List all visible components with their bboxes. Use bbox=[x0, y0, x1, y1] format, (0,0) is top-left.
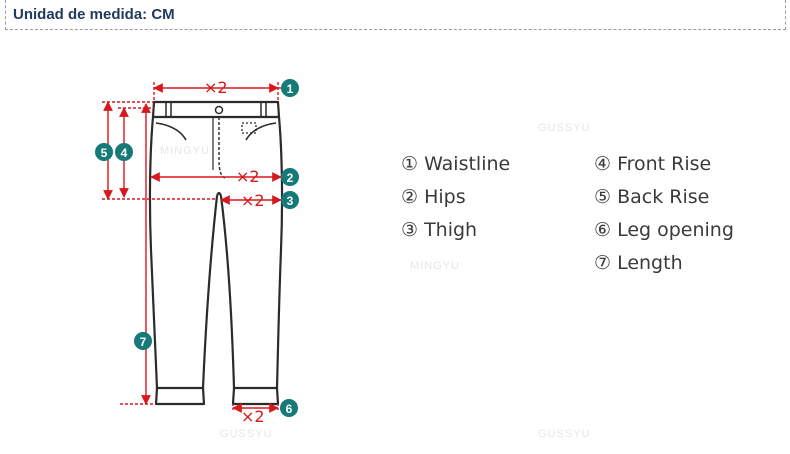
pants-illustration bbox=[148, 100, 284, 406]
marker-6: 6 bbox=[280, 399, 298, 417]
svg-text:3: 3 bbox=[287, 194, 294, 208]
marker-4: 4 bbox=[115, 143, 133, 161]
watermark: MINGYU bbox=[160, 145, 210, 157]
waist-factor-label: ×2 bbox=[204, 78, 228, 97]
watermark: GUSSYU bbox=[220, 428, 273, 440]
leg-opening-factor-label: ×2 bbox=[241, 407, 265, 426]
legend-leg-opening: ⑥ Leg opening bbox=[594, 219, 734, 241]
watermark: GUSSYU bbox=[538, 428, 591, 440]
legend-waistline: ① Waistline bbox=[401, 153, 511, 175]
svg-text:6: 6 bbox=[286, 402, 293, 416]
svg-text:7: 7 bbox=[140, 335, 147, 349]
marker-3: 3 bbox=[281, 191, 299, 209]
svg-text:2: 2 bbox=[287, 171, 294, 185]
marker-7: 7 bbox=[134, 332, 152, 350]
legend-thigh: ③ Thigh bbox=[401, 219, 478, 241]
legend-length: ⑦ Length bbox=[594, 252, 683, 274]
watermark: MINGYU bbox=[410, 260, 460, 272]
legend-front-rise: ④ Front Rise bbox=[594, 153, 712, 175]
svg-text:4: 4 bbox=[121, 146, 128, 160]
unit-header: Unidad de medida: CM bbox=[5, 0, 786, 30]
marker-2: 2 bbox=[281, 168, 299, 186]
svg-text:5: 5 bbox=[101, 146, 108, 160]
legend-back-rise: ⑤ Back Rise bbox=[594, 186, 710, 208]
legend-hips: ② Hips bbox=[401, 186, 466, 208]
watermark: GUSSYU bbox=[538, 122, 591, 134]
svg-text:1: 1 bbox=[287, 82, 294, 96]
thigh-factor-label: ×2 bbox=[241, 191, 265, 210]
measurement-arrows bbox=[102, 82, 282, 413]
hips-factor-label: ×2 bbox=[236, 167, 260, 186]
marker-5: 5 bbox=[95, 143, 113, 161]
marker-1: 1 bbox=[281, 79, 299, 97]
unit-title: Unidad de medida: CM bbox=[13, 6, 175, 23]
